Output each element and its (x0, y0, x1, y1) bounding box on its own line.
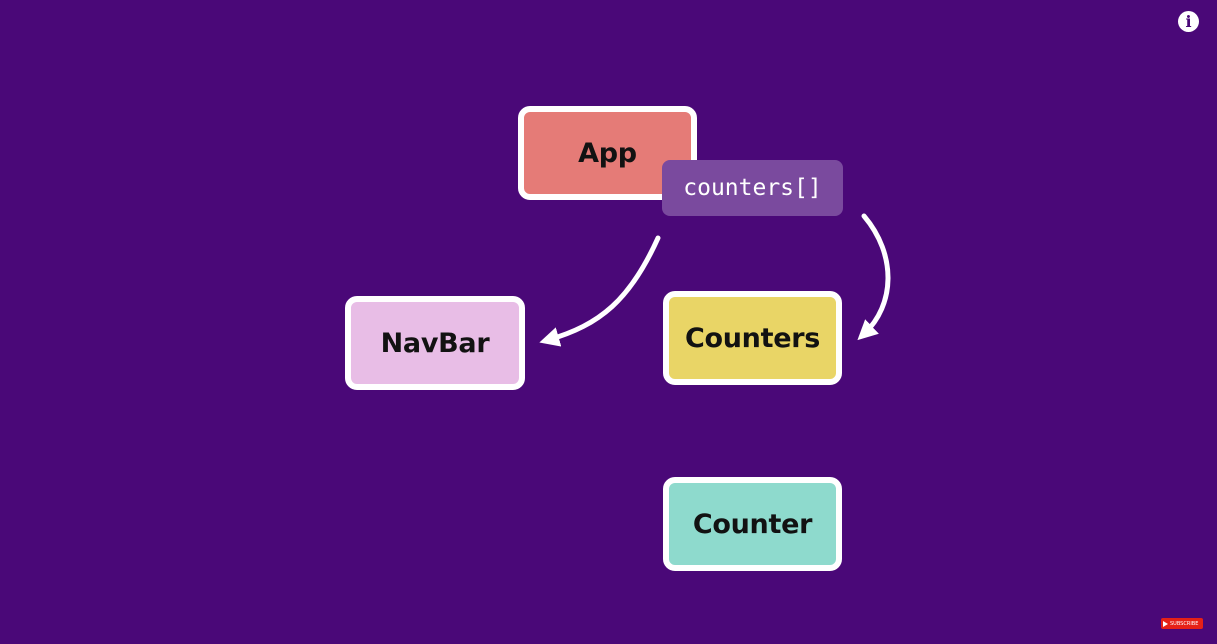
state-counters-array-label: counters[] (683, 175, 822, 201)
node-counter-label: Counter (692, 508, 813, 540)
node-navbar-label: NavBar (380, 327, 490, 359)
node-app-label: App (578, 137, 637, 169)
subscribe-label: SUBSCRIBE (1170, 620, 1199, 627)
youtube-play-icon (1163, 620, 1168, 627)
node-counter: Counter (663, 477, 842, 571)
info-icon[interactable]: i (1178, 11, 1199, 32)
node-counters: Counters (663, 291, 842, 385)
arrow-state-to-navbar (539, 235, 661, 347)
state-counters-array: counters[] (662, 160, 843, 216)
node-navbar: NavBar (345, 296, 525, 390)
node-counters-label: Counters (684, 322, 820, 354)
arrow-state-to-counters (857, 213, 891, 341)
node-app: App (518, 106, 697, 200)
subscribe-button[interactable]: SUBSCRIBE (1161, 618, 1203, 629)
